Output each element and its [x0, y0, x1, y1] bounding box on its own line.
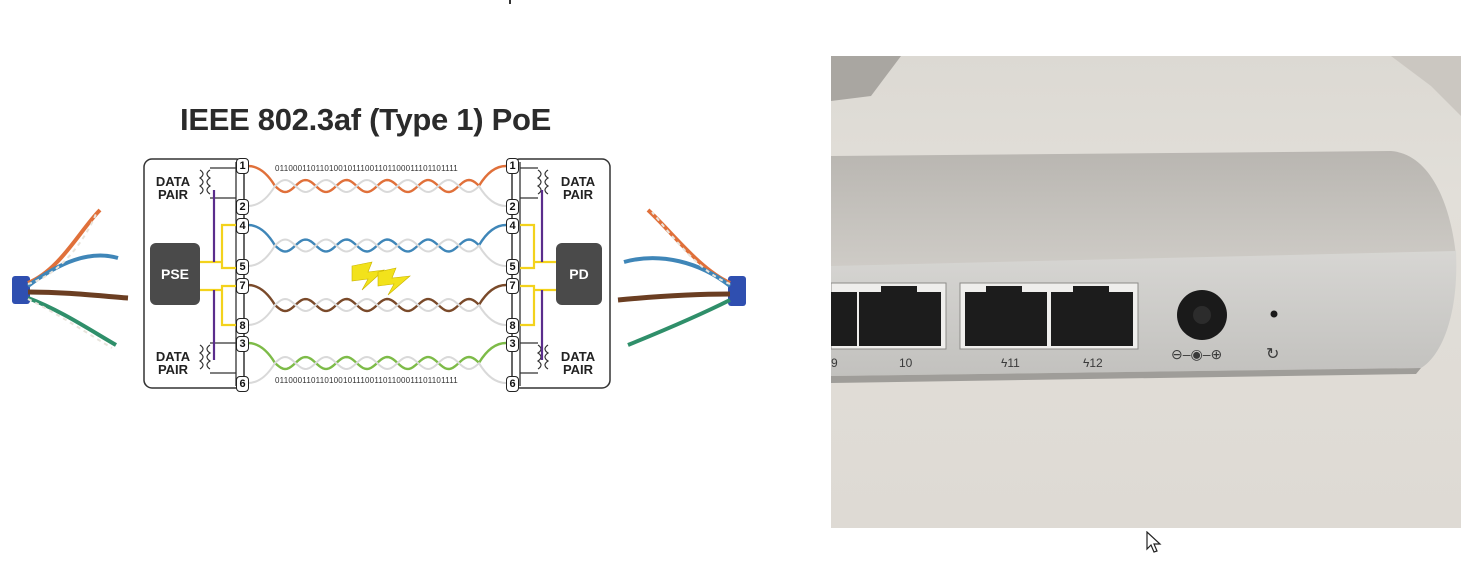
right-pin-5: 5 — [506, 259, 519, 275]
blue-twisted-pair-white-wire — [247, 238, 507, 267]
port-label-12: ϟ12 — [1083, 356, 1103, 370]
left-pin-3: 3 — [236, 336, 249, 352]
green-twisted-pair-white-wire — [247, 355, 507, 384]
port-label-11: ϟ11 — [1001, 356, 1020, 370]
orange-twisted-pair — [247, 164, 507, 207]
brown-twisted-pair-white-wire — [247, 297, 507, 326]
green-twisted-pair-solid-wire — [247, 341, 507, 371]
right-pin-1: 1 — [506, 158, 519, 174]
pd-block — [556, 243, 602, 305]
left-transformers — [198, 167, 236, 374]
blue-twisted-pair-solid-wire — [247, 223, 507, 253]
bitstream-bottom: 0110001101101001011100110110001110110111… — [275, 376, 458, 385]
pse-block — [150, 243, 200, 305]
right-pin-7: 7 — [506, 278, 519, 294]
right-pin-3: 3 — [506, 336, 519, 352]
text-cursor-mark — [509, 0, 511, 4]
mouse-pointer-icon — [1146, 531, 1162, 553]
port-label-10: 10 — [899, 356, 913, 370]
right-pin-8: 8 — [506, 318, 519, 334]
pd-label: PD — [569, 266, 589, 282]
left-pin-1: 1 — [236, 158, 249, 174]
reset-icon: ↻ — [1266, 346, 1280, 363]
left-pin-4: 4 — [236, 218, 249, 234]
orange-twisted-pair-white-wire — [247, 178, 507, 207]
left-pin-8: 8 — [236, 318, 249, 334]
blue-twisted-pair — [247, 223, 507, 267]
right-cable-bundle — [617, 208, 746, 347]
power-polarity-symbol: ⊖–◉–⊕ — [1171, 346, 1223, 362]
diagram-title: IEEE 802.3af (Type 1) PoE — [180, 102, 551, 137]
poe-wiring-graphic — [12, 158, 746, 389]
device-photo: 9 10 ϟ11 ϟ12 ⊖–◉–⊕ ↻ — [831, 56, 1461, 528]
pse-label: PSE — [160, 266, 189, 282]
brown-twisted-pair-solid-wire — [247, 283, 507, 313]
switch-rear-panel-graphic — [831, 56, 1461, 383]
lightning-bolt-icon — [351, 261, 411, 296]
left-pin-7: 7 — [236, 278, 249, 294]
right-pin-2: 2 — [506, 199, 519, 215]
bitstream-top: 0110001101101001011100110110001110110111… — [275, 164, 458, 173]
port-label-9: 9 — [831, 356, 838, 370]
right-transformers — [520, 167, 550, 374]
right-pin-6: 6 — [506, 376, 519, 392]
right-pin-4: 4 — [506, 218, 519, 234]
brown-twisted-pair — [247, 283, 507, 326]
left-pin-6: 6 — [236, 376, 249, 392]
twisted-pairs — [247, 164, 507, 384]
left-cable-bundle — [12, 208, 129, 349]
left-pin-5: 5 — [236, 259, 249, 275]
green-twisted-pair — [247, 341, 507, 384]
left-pin-2: 2 — [236, 199, 249, 215]
